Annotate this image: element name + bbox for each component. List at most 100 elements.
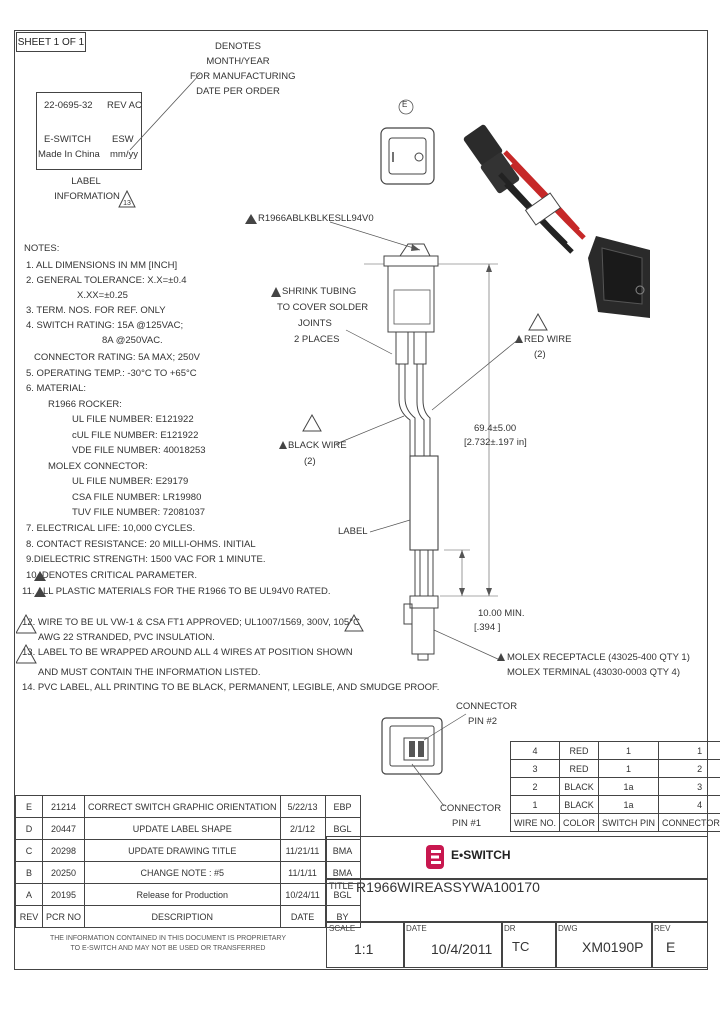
note-line: R1966 ROCKER: [48,399,122,410]
label-information: INFORMATION [54,191,120,202]
table-row: B 20250 CHANGE NOTE : #5 11/1/11 BMA [15,861,361,884]
table-cell: BLACK [558,795,600,814]
dwg-cell [555,922,653,968]
table-cell: 11/1/11 [279,861,326,884]
table-header-cell: WIRE NO. [510,813,560,832]
table-cell: 5/22/13 [279,795,326,818]
callout-molex-receptacle: MOLEX RECEPTACLE (43025-400 QTY 1) [507,652,690,663]
critical-triangle-icon [16,643,37,664]
note-line: 2. GENERAL TOLERANCE: X.X=±0.4 [26,275,187,286]
dimension-main: [2.732±.197 in] [464,437,527,448]
note-line: MOLEX CONNECTOR: [48,461,148,472]
dr-value: TC [512,939,530,954]
table-cell: 2 [658,759,720,778]
table-cell: BMA [324,839,361,862]
dwg-label: DWG [558,924,578,933]
note-line: 1. ALL DIMENSIONS IN MM [INCH] [26,260,178,271]
e-switch-logo-icon [426,845,444,869]
note-line: 12. WIRE TO BE UL VW-1 & CSA FT1 APPROVE… [22,617,360,628]
triangle-ref: 13 [123,200,131,207]
table-cell: RED [558,741,600,760]
table-cell: BMA [324,861,361,884]
table-cell: 20195 [41,883,86,906]
note-line: VDE FILE NUMBER: 40018253 [72,445,206,456]
critical-triangle-icon [515,335,523,343]
note-line: CONNECTOR RATING: 5A MAX; 250V [34,352,200,363]
dimension-min: [.394 ] [474,622,501,633]
drawing-title: R1966WIREASSYWA100170 [356,879,540,895]
note-line: 7. ELECTRICAL LIFE: 10,000 CYCLES. [26,523,196,534]
table-row: C 20298 UPDATE DRAWING TITLE 11/21/11 BM… [15,839,361,862]
table-cell: BGL [324,817,361,840]
scale-value: 1:1 [354,941,374,957]
table-cell: BGL [324,883,361,906]
callout-black-wire: BLACK WIRE [288,440,347,451]
note-line: 11. ALL PLASTIC MATERIALS FOR THE R1966 … [22,586,331,597]
table-cell: C [15,839,43,862]
table-cell: 20250 [41,861,86,884]
label-rev: REV AC [107,100,142,111]
table-cell: 2 [510,777,560,796]
note-line: TUV FILE NUMBER: 72081037 [72,507,206,518]
callout-black-wire: (2) [304,456,316,467]
table-cell: 1 [598,759,660,778]
callout-shrink: TO COVER SOLDER [277,302,369,313]
denotes-line: MONTH/YEAR [206,56,270,67]
table-cell: EBP [324,795,361,818]
callout-connector-pin1: CONNECTOR [440,803,502,814]
table-cell: D [15,817,43,840]
table-cell: BLACK [558,777,600,796]
table-header: REV PCR NO DESCRIPTION DATE BY [15,905,361,928]
critical-triangle-icon [34,587,46,597]
note-line: AND MUST CONTAIN THE INFORMATION LISTED. [38,667,261,678]
assembly-3d-illustration [463,124,650,318]
date-label: DATE [406,924,427,933]
callout-part-number: R1966ABLKBLKESLL94V0 [258,213,374,224]
note-line: 13. LABEL TO BE WRAPPED AROUND ALL 4 WIR… [22,647,353,658]
table-cell: 4 [658,795,720,814]
brand-name: E•SWITCH [451,848,511,862]
callout-red-wire: (2) [534,349,546,360]
table-cell: 21214 [41,795,86,818]
note-line: CSA FILE NUMBER: LR19980 [72,492,202,503]
table-header-cell: DATE [279,905,326,928]
proprietary-line: TO E-SWITCH AND MAY NOT BE USED OR TRANS… [70,945,266,952]
table-row: A 20195 Release for Production 10/24/11 … [15,883,361,906]
table-cell: B [15,861,43,884]
notes-title: NOTES: [24,243,60,254]
label-code: ESW [112,134,134,145]
table-cell: 1 [598,741,660,760]
table-cell: E [15,795,43,818]
table-cell: 4 [510,741,560,760]
table-header-cell: REV [15,905,43,928]
note-line: 5. OPERATING TEMP.: -30°C TO +65°C [26,368,197,379]
table-cell: 3 [510,759,560,778]
table-row: 4 RED 1 1 [510,741,720,760]
table-cell: 1a [598,777,660,796]
table-cell: 1a [598,795,660,814]
dr-label: DR [504,924,516,933]
critical-triangle-icon [279,441,287,449]
callout-red-wire: RED WIRE [524,334,572,345]
drawing-frame [14,30,708,970]
table-row: 2 BLACK 1a 3 [510,777,720,796]
note-line: UL FILE NUMBER: E29179 [72,476,189,487]
scale-cell [326,922,405,968]
note-line: 8. CONTACT RESISTANCE: 20 MILLI-OHMS. IN… [26,539,256,550]
critical-triangle-icon [34,571,46,581]
critical-triangle-icon: 13 [118,190,136,208]
table-header-cell: COLOR [558,813,600,832]
table-row: 1 BLACK 1a 4 [510,795,720,814]
revision-table: E 21214 CORRECT SWITCH GRAPHIC ORIENTATI… [15,795,361,928]
scale-label: SCALE [329,924,356,933]
table-cell: A [15,883,43,906]
callout-connector-pin2: PIN #2 [468,716,498,727]
table-cell: 1 [658,741,720,760]
table-cell: 11/21/11 [279,839,326,862]
table-cell: CHANGE NOTE : #5 [84,861,281,884]
dr-cell [501,922,557,968]
note-triangles [16,571,46,664]
note-line: 3. TERM. NOS. FOR REF. ONLY [26,305,166,316]
table-row: 3 RED 1 2 [510,759,720,778]
